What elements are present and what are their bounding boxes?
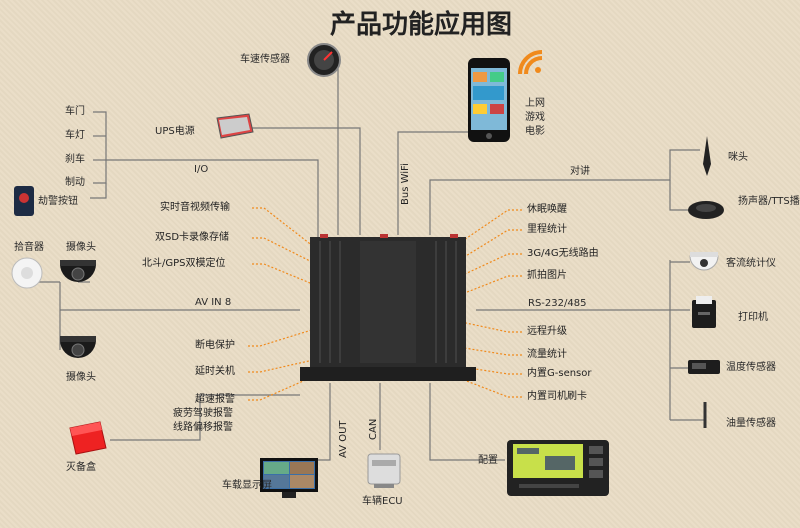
monitor-label: 车载显示屏 <box>222 480 272 491</box>
phone-item-3: 电影 <box>525 126 545 137</box>
black-box-icon <box>69 421 107 455</box>
feature-left-1: 实时音视频传输 <box>160 202 230 213</box>
dome-camera-icon <box>60 336 96 358</box>
speed-sensor-label: 车速传感器 <box>240 54 290 65</box>
can-label: CAN <box>368 418 379 440</box>
temp-label: 温度传感器 <box>726 362 776 373</box>
printer-icon <box>692 296 716 328</box>
microphone-pickup-icon <box>11 257 43 289</box>
leader-line <box>451 209 522 249</box>
feature-left-5: 延时关机 <box>195 366 235 377</box>
input-light: 车灯 <box>65 130 85 141</box>
feature-right-8: 内置司机刷卡 <box>527 391 587 402</box>
feature-left-6: 超速报警 <box>195 394 235 405</box>
ups-label: UPS电源 <box>155 126 195 137</box>
feature-right-2: 里程统计 <box>527 224 567 235</box>
config-label: 配置 <box>478 455 498 466</box>
page-title: 产品功能应用图 <box>330 10 513 40</box>
feature-left-7: 疲劳驾驶报警 <box>173 408 233 419</box>
pickup-label: 拾音器 <box>14 242 44 253</box>
leader-line <box>252 207 319 251</box>
phone-item-2: 游戏 <box>525 112 545 123</box>
black-box-label: 灭备盒 <box>66 462 96 473</box>
feature-left-4: 断电保护 <box>195 340 235 351</box>
smartphone-icon <box>468 58 510 142</box>
microphone-icon <box>703 136 711 176</box>
leader-line <box>451 319 522 333</box>
feature-right-4: 抓拍图片 <box>527 270 567 281</box>
av-out-label: AV OUT <box>338 420 349 458</box>
input-brake: 刹车 <box>65 154 85 165</box>
leader-line <box>248 357 323 373</box>
camera-top-label: 摄像头 <box>66 242 96 253</box>
dome-camera-icon <box>60 260 96 282</box>
printer-label: 打印机 <box>738 312 768 323</box>
driver-card-reader-icon <box>507 440 609 496</box>
bus-wifi-label: Bus WiFi <box>400 163 411 205</box>
feature-left-2: 双SD卡录像存储 <box>155 232 230 243</box>
rs232-label: RS-232/485 <box>528 298 587 309</box>
leader-line <box>252 237 329 271</box>
feature-right-3: 3G/4G无线路由 <box>527 248 599 259</box>
leader-line <box>463 379 522 398</box>
oil-sensor-icon <box>703 402 707 428</box>
mobile-dvr-device <box>300 234 476 381</box>
wifi-icon <box>518 50 543 75</box>
passenger-counter-icon <box>689 252 719 271</box>
alarm-button-icon <box>14 186 34 216</box>
feature-right-1: 休眠唤醒 <box>527 204 567 215</box>
alarm-button-label: 劫警按钮 <box>38 196 78 207</box>
feature-right-7: 内置G-sensor <box>527 368 592 379</box>
ups-power-icon <box>216 113 254 139</box>
speedometer-icon <box>307 43 341 77</box>
oil-label: 油量传感器 <box>726 418 776 429</box>
leader-line <box>451 275 522 299</box>
feature-left-3: 北斗/GPS双模定位 <box>142 258 226 269</box>
feature-left-8: 线路偏移报警 <box>173 422 233 433</box>
ecu-label: 车辆ECU <box>362 496 403 507</box>
speaker-icon <box>688 201 724 219</box>
vehicle-ecu-icon <box>367 453 401 488</box>
input-door: 车门 <box>65 106 85 117</box>
temperature-sensor-icon <box>688 360 720 374</box>
feature-right-6: 流量统计 <box>527 349 567 360</box>
leader-line <box>455 229 522 263</box>
input-braking: 制动 <box>65 177 85 188</box>
leader-line <box>451 253 522 281</box>
speaker-label: 扬声器/TTS播报器 <box>738 196 800 207</box>
leader-line <box>252 263 333 293</box>
phone-item-1: 上网 <box>525 98 545 109</box>
leader-line <box>248 327 319 347</box>
leader-line <box>248 377 311 401</box>
mic-label: 咪头 <box>728 152 748 163</box>
counter-label: 客流统计仪 <box>726 258 776 269</box>
camera-bottom-label: 摄像头 <box>66 372 96 383</box>
feature-right-5: 远程升级 <box>527 326 567 337</box>
io-label: I/O <box>194 164 209 175</box>
intercom-label: 对讲 <box>570 166 590 177</box>
av-in-label: AV IN 8 <box>195 297 232 308</box>
leader-line <box>451 345 522 356</box>
vehicle-monitor-icon <box>260 458 318 498</box>
